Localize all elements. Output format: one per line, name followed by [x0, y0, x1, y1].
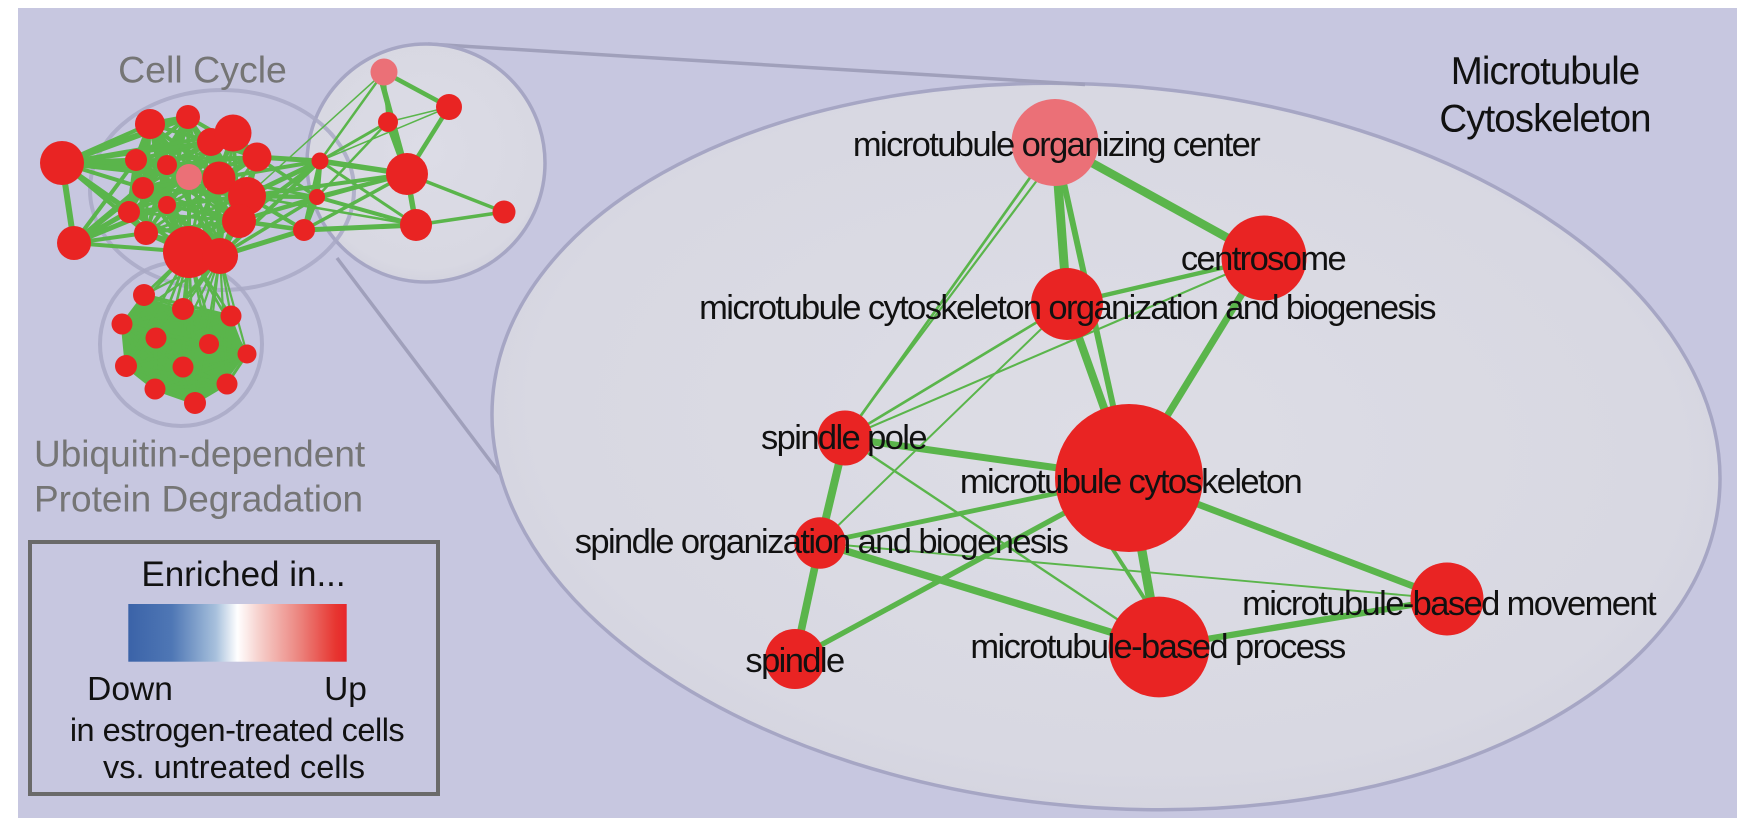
svg-text:vs. untreated cells: vs. untreated cells [103, 749, 365, 785]
svg-text:microtubule-based movement: microtubule-based movement [1242, 585, 1657, 623]
svg-text:Ubiquitin-dependent: Ubiquitin-dependent [34, 434, 366, 475]
svg-text:Enriched in...: Enriched in... [141, 555, 345, 594]
svg-text:microtubule-based process: microtubule-based process [970, 628, 1345, 666]
svg-text:Cell Cycle: Cell Cycle [118, 48, 287, 90]
svg-text:microtubule cytoskeleton organ: microtubule cytoskeleton organization an… [699, 289, 1435, 327]
svg-text:Down: Down [87, 671, 173, 708]
svg-text:Microtubule: Microtubule [1451, 50, 1640, 93]
svg-text:spindle organization and bioge: spindle organization and biogenesis [575, 523, 1068, 561]
svg-text:spindle: spindle [745, 642, 844, 680]
svg-text:Cytoskeleton: Cytoskeleton [1439, 98, 1650, 141]
svg-text:Protein Degradation: Protein Degradation [34, 479, 363, 520]
svg-text:spindle pole: spindle pole [761, 419, 926, 457]
svg-text:Up: Up [324, 671, 367, 708]
svg-text:in estrogen-treated cells: in estrogen-treated cells [70, 712, 405, 748]
svg-text:microtubule cytoskeleton: microtubule cytoskeleton [960, 463, 1301, 501]
svg-text:centrosome: centrosome [1181, 240, 1346, 278]
svg-text:microtubule organizing center: microtubule organizing center [853, 126, 1260, 164]
